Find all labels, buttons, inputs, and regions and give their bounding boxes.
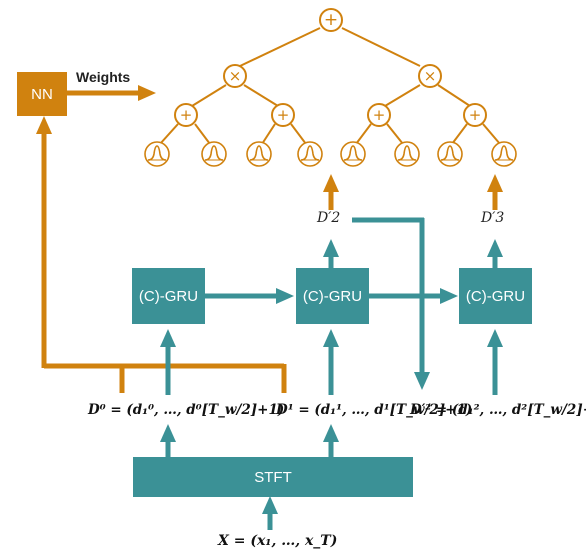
gru-box-3: (C)-GRU [459, 268, 532, 324]
gaussian-bell-icon [340, 141, 366, 167]
orange-flows [36, 85, 503, 393]
gru-label-2: (C)-GRU [302, 287, 363, 305]
sum-node-2: + [271, 103, 295, 127]
svg-text:+: + [180, 106, 193, 124]
input-to-stft-arrow [262, 496, 278, 530]
dprime2-feed-path [352, 217, 430, 390]
dprime2-up-arrow [323, 174, 339, 210]
nn-box: NN [17, 72, 67, 116]
gru-box-1: (C)-GRU [132, 268, 205, 324]
gru-box-2: (C)-GRU [296, 268, 369, 324]
gru3-to-dprime3-arrow [487, 239, 503, 268]
sum-node-4: + [463, 103, 487, 127]
mixture-tree: + × × + + + + [144, 8, 517, 167]
sum-node-1: + [174, 103, 198, 127]
gaussian-leaves [144, 141, 517, 167]
d1-label: D¹ = (d₁¹, …, d¹[T_w/2]+1) [276, 402, 473, 418]
gru1-to-gru2-arrow [205, 288, 294, 304]
d0-label: D⁰ = (d₁⁰, …, d⁰[T_w/2]+1) [88, 402, 285, 418]
svg-text:+: + [373, 106, 386, 124]
gaussian-bell-icon [297, 141, 323, 167]
nn-feedback-path [36, 116, 287, 393]
d1-to-gru2-arrow [323, 329, 339, 395]
svg-text:+: + [324, 10, 338, 30]
product-node-right: × [418, 64, 442, 88]
svg-text:+: + [469, 106, 482, 124]
dprime2-to-gru3-arrow [487, 329, 503, 395]
gaussian-bell-icon [394, 141, 420, 167]
svg-text:×: × [229, 67, 242, 85]
gru2-to-dprime2-arrow [323, 239, 339, 268]
stft-box: STFT [133, 457, 413, 497]
gru-label-1: (C)-GRU [138, 287, 199, 305]
gaussian-bell-icon [246, 141, 272, 167]
stft-to-d0-arrow [160, 424, 176, 457]
sum-node-3: + [367, 103, 391, 127]
gaussian-bell-icon [201, 141, 227, 167]
weights-arrow [66, 85, 156, 101]
dprime3-label: D′3 [481, 210, 505, 226]
input-sequence-label: X = (x₁, …, x_T) [218, 533, 338, 549]
gru-label-3: (C)-GRU [465, 287, 526, 305]
gaussian-bell-icon [144, 141, 170, 167]
stft-to-d1-arrow [323, 424, 339, 457]
dprime2-sequence-label: D′² = (d₁², …, d²[T_w/2]+1) [410, 402, 586, 418]
svg-text:+: + [277, 106, 290, 124]
gru2-to-gru3-arrow [368, 288, 458, 304]
root-sum-node: + [319, 8, 343, 32]
nn-label: NN [31, 85, 53, 103]
svg-text:×: × [424, 67, 437, 85]
product-node-left: × [223, 64, 247, 88]
d0-to-gru1-arrow [160, 329, 176, 395]
stft-label: STFT [254, 468, 292, 486]
gaussian-bell-icon [437, 141, 463, 167]
tree-edges [159, 27, 501, 145]
dprime3-up-arrow [487, 174, 503, 210]
dprime2-label: D′2 [317, 210, 341, 226]
weights-label: Weights [76, 69, 131, 85]
gaussian-bell-icon [491, 141, 517, 167]
teal-flows [160, 217, 503, 530]
